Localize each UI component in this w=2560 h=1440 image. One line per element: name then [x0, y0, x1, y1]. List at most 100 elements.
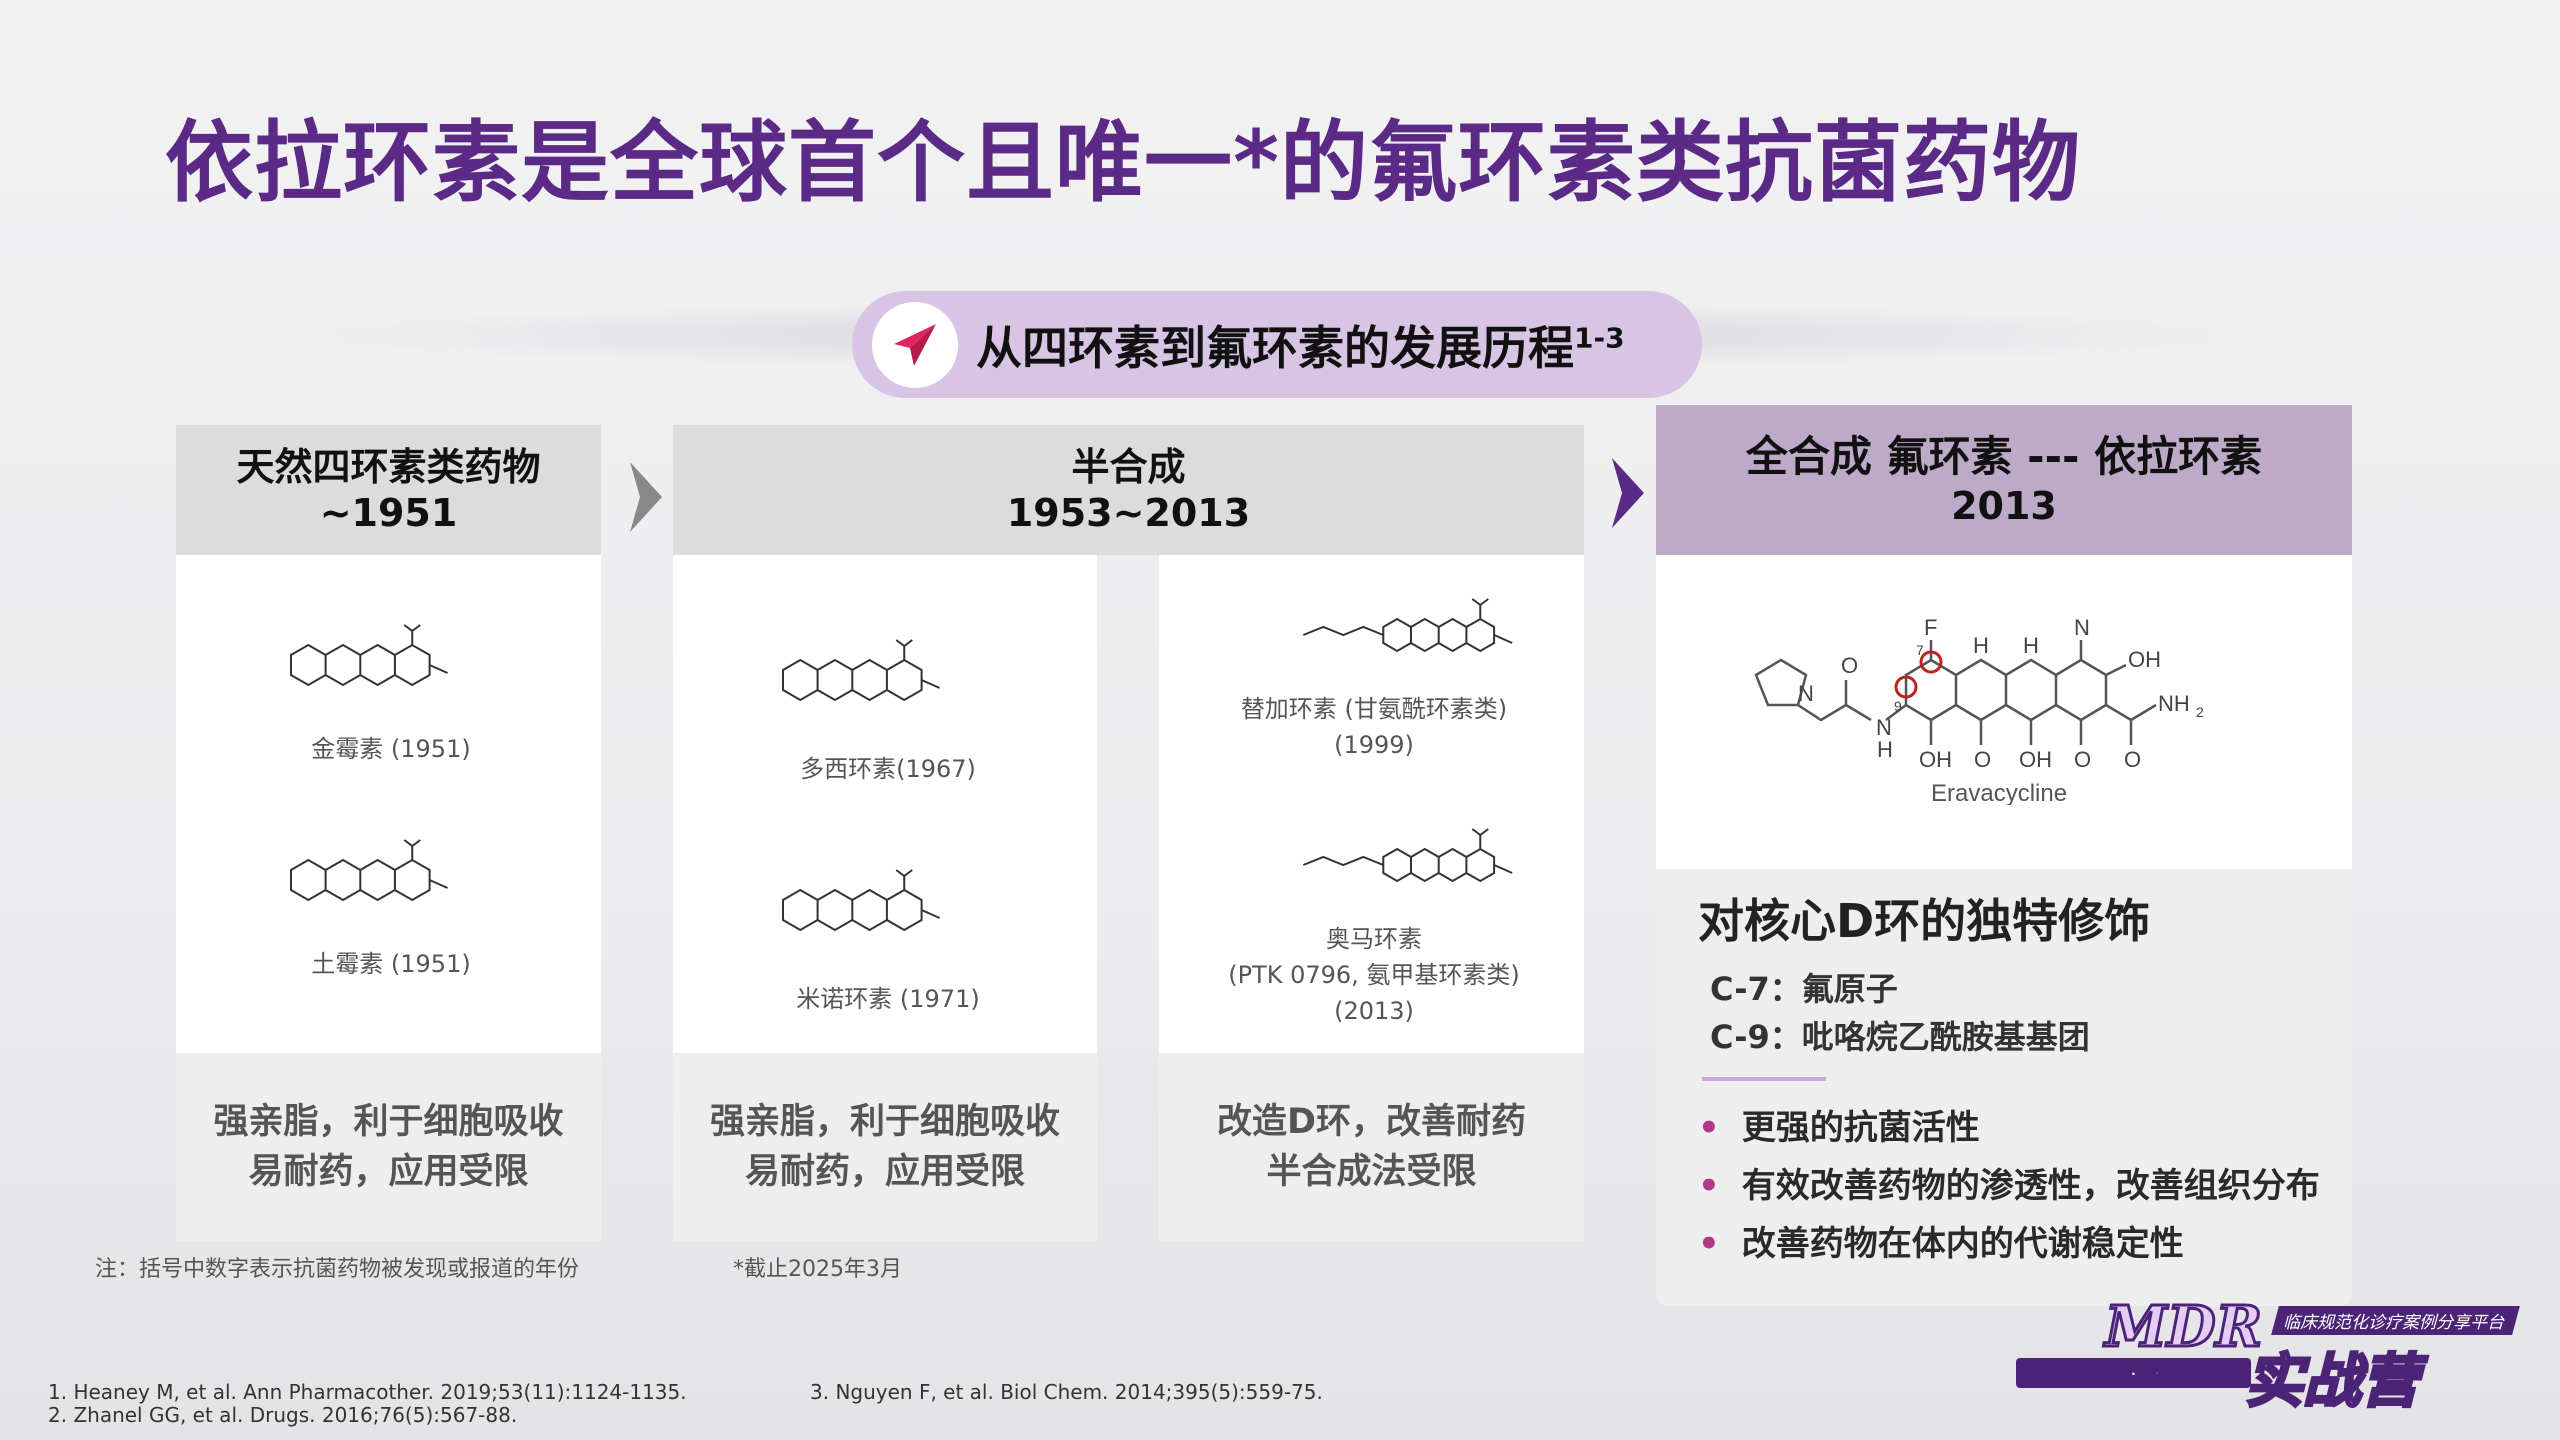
semisynthetic-summary-right: 改造D环，改善耐药半合成法受限 — [1159, 1053, 1584, 1241]
atom-label: F — [1924, 615, 1937, 640]
chemical-structure-icon — [1302, 598, 1513, 653]
atom-label: O — [1841, 653, 1858, 678]
atom-label: NH — [2158, 691, 2190, 716]
summary-line: 强亲脂，利于细胞吸收 — [709, 1102, 1060, 1142]
atom-label: OH — [2128, 647, 2161, 672]
molecule-chlortetracycline: 金霉素 (1951) — [266, 605, 516, 767]
arrow-right-icon — [1612, 458, 1644, 528]
atom-label: OH — [1919, 747, 1952, 772]
atom-label: O — [1974, 747, 1991, 772]
chemical-structure-icon — [782, 639, 940, 702]
semisynthetic-year: 1953~2013 — [1006, 491, 1251, 535]
atom-label: H — [2023, 633, 2039, 658]
divider — [1702, 1077, 1826, 1081]
banner-label: 从四环素到氟环素的发展历程 — [976, 320, 1574, 375]
natural-body: 金霉素 (1951) 土霉素 (1951) — [176, 555, 601, 1053]
molecule-label: 土霉素 (1951) — [311, 950, 471, 978]
molecule-label: Eravacycline — [1931, 780, 2067, 805]
structure-bonds — [1302, 828, 1513, 883]
natural-year: ~1951 — [319, 491, 458, 535]
fully-synthetic-title: 全合成 氟环素 --- 依拉环素 — [1745, 432, 2263, 481]
atom-label: 2 — [2196, 704, 2204, 720]
fully-synthetic-year: 2013 — [1951, 484, 2057, 528]
molecule-label: 米诺环素 (1971) — [796, 985, 980, 1013]
reference-1: 1. Heaney M, et al. Ann Pharmacother. 20… — [48, 1380, 687, 1404]
logo-slogan: 集结医者智慧·解码耐药困局 — [2016, 1358, 2251, 1388]
atom-label: N — [1798, 681, 1814, 706]
molecule-label: 替加环素 (甘氨酰环素类) (1999) — [1241, 691, 1507, 763]
benefit-item: •更强的抗菌活性 — [1698, 1108, 1980, 1148]
molecule-label: 金霉素 (1951) — [311, 735, 471, 763]
atom-label: O — [2074, 747, 2091, 772]
summary-line: 强亲脂，利于细胞吸收 — [213, 1102, 564, 1142]
molecule-class: (PTK 0796, 氨甲基环素类) — [1228, 961, 1520, 989]
reference-2: 2. Zhanel GG, et al. Drugs. 2016;76(5):5… — [48, 1403, 518, 1427]
structure-bonds — [782, 639, 940, 702]
molecule-minocycline: 米诺环素 (1971) — [763, 845, 1013, 1017]
arrow-right-icon — [630, 462, 662, 532]
logo-camp: 实战营 — [2243, 1346, 2420, 1417]
logo-brand: MDR — [2103, 1293, 2263, 1362]
modification-c7: C-7：氟原子 — [1710, 970, 1898, 1008]
semisynthetic-summary-left: 强亲脂，利于细胞吸收易耐药，应用受限 — [673, 1053, 1097, 1241]
structure-bonds — [290, 624, 448, 687]
paper-plane-icon — [872, 301, 958, 388]
structure-bonds — [290, 839, 448, 902]
natural-title: 天然四环素类药物 — [236, 445, 541, 489]
chemical-structure-icon — [290, 839, 448, 902]
semisynthetic-header: 半合成 1953~2013 — [673, 425, 1584, 555]
chemical-structure-icon — [782, 869, 940, 932]
modification-heading: 对核心D环的独特修饰 — [1698, 894, 2151, 948]
atom-label: H — [1877, 737, 1893, 762]
atom-label: N — [1876, 715, 1892, 740]
position-label: 9 — [1894, 698, 1902, 714]
semisynthetic-body-right: 替加环素 (甘氨酰环素类) (1999) 奥马环素 (PTK 0796, 氨甲基环素… — [1159, 555, 1584, 1053]
timeline-banner: 从四环素到氟环素的发展历程1-3 — [852, 291, 1702, 398]
page-title: 依拉环素是全球首个且唯一*的氟环素类抗菌药物 — [165, 111, 2082, 214]
banner-superscript: 1-3 — [1574, 321, 1625, 355]
summary-line: 半合成法受限 — [1266, 1152, 1477, 1192]
molecule-year: (2013) — [1334, 997, 1414, 1025]
molecule-name: 奥马环素 — [1326, 925, 1422, 953]
natural-summary: 强亲脂，利于细胞吸收易耐药，应用受限 — [176, 1053, 601, 1241]
footnote-years: 注：括号中数字表示抗菌药物被发现或报道的年份 — [95, 1257, 580, 1282]
molecule-year: (1999) — [1334, 731, 1414, 759]
chemical-structure-icon — [1302, 828, 1513, 883]
molecule-tigecycline: 替加环素 (甘氨酰环素类) (1999) — [1219, 585, 1529, 763]
reference-3: 3. Nguyen F, et al. Biol Chem. 2014;395(… — [810, 1380, 1323, 1404]
benefit-text: 更强的抗菌活性 — [1741, 1108, 1980, 1148]
summary-line: 改造D环，改善耐药 — [1216, 1102, 1527, 1142]
semisynthetic-title: 半合成 — [1071, 445, 1186, 489]
summary-line: 易耐药，应用受限 — [248, 1152, 529, 1192]
fully-synthetic-header: 全合成 氟环素 --- 依拉环素 2013 — [1656, 405, 2352, 555]
mdr-logo: MDR 临床规范化诊疗案例分享平台 集结医者智慧·解码耐药困局 实战营 — [2010, 1293, 2530, 1417]
molecule-name: 替加环素 (甘氨酰环素类) — [1240, 695, 1508, 723]
benefit-item: •有效改善药物的渗透性，改善组织分布 — [1698, 1166, 2320, 1206]
benefit-text: 有效改善药物的渗透性，改善组织分布 — [1741, 1166, 2320, 1206]
logo-tagline: 临床规范化诊疗案例分享平台 — [2271, 1306, 2520, 1335]
molecule-label: 多西环素(1967) — [800, 755, 976, 783]
position-label: 7 — [1916, 642, 1924, 658]
footnote-date: *截止2025年3月 — [733, 1257, 902, 1282]
natural-header: 天然四环素类药物 ~1951 — [176, 425, 601, 555]
molecule-label: 奥马环素 (PTK 0796, 氨甲基环素类) (2013) — [1228, 921, 1520, 1029]
molecule-doxycycline: 多西环素(1967) — [763, 615, 1013, 787]
molecule-oxytetracycline: 土霉素 (1951) — [266, 820, 516, 982]
semisynthetic-body-left: 多西环素(1967) 米诺环素 (1971) — [673, 555, 1097, 1053]
structure-bonds — [1302, 598, 1513, 653]
banner-text: 从四环素到氟环素的发展历程1-3 — [976, 312, 1625, 378]
atom-label: OH — [2019, 747, 2052, 772]
atom-label: O — [2124, 747, 2141, 772]
eravacycline-structure-panel: O N N H F 7 9 H H N OH NH 2 OH O OH O O … — [1656, 555, 2352, 869]
modification-panel: 对核心D环的独特修饰 C-7：氟原子 C-9：吡咯烷乙酰胺基基团 •更强的抗菌活… — [1656, 869, 2352, 1306]
chemical-structure-icon — [290, 624, 448, 687]
eravacycline-structure-icon: O N N H F 7 9 H H N OH NH 2 OH O OH O O … — [1754, 615, 2204, 805]
structure-bonds — [782, 869, 940, 932]
summary-line: 易耐药，应用受限 — [744, 1152, 1025, 1192]
atom-label: N — [2074, 615, 2090, 640]
modification-c9: C-9：吡咯烷乙酰胺基基团 — [1710, 1018, 2090, 1056]
molecule-omadacycline: 奥马环素 (PTK 0796, 氨甲基环素类) (2013) — [1219, 815, 1529, 1029]
benefit-item: •改善药物在体内的代谢稳定性 — [1698, 1224, 2184, 1264]
atom-label: H — [1973, 633, 1989, 658]
benefit-text: 改善药物在体内的代谢稳定性 — [1741, 1224, 2184, 1264]
